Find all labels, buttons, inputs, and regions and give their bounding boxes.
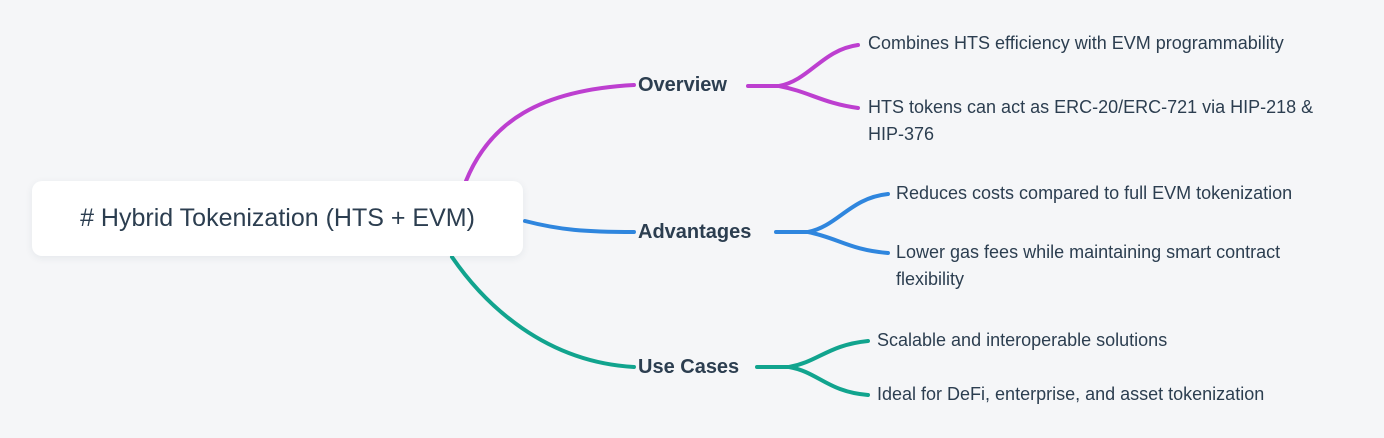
- edge-root-usecases: [450, 255, 636, 369]
- edge-usecases-leaf-1: [787, 365, 870, 397]
- leaf-node-advantages-1[interactable]: Lower gas fees while maintaining smart c…: [896, 242, 1281, 289]
- leaf-node-use-cases-1[interactable]: Ideal for DeFi, enterprise, and asset to…: [877, 384, 1265, 404]
- root-node-label: # Hybrid Tokenization (HTS + EVM): [80, 204, 475, 232]
- edge-advantages-leaf-0: [806, 192, 890, 234]
- edge-root-advantages: [523, 219, 636, 234]
- edge-advantages-leaf-1: [806, 230, 890, 255]
- leaf-node-use-cases-0[interactable]: Scalable and interoperable solutions: [877, 330, 1168, 350]
- edge-overview-leaf-0: [777, 43, 860, 88]
- edge-root-overview: [464, 83, 636, 183]
- leaf-node-overview-1[interactable]: HTS tokens can act as ERC-20/ERC-721 via…: [868, 97, 1314, 144]
- edge-overview-leaf-1: [777, 84, 860, 110]
- branch-node-use-cases[interactable]: Use Cases: [638, 356, 740, 378]
- branch-node-overview[interactable]: Overview: [638, 74, 727, 96]
- leaf-node-advantages-0[interactable]: Reduces costs compared to full EVM token…: [896, 183, 1293, 203]
- root-node[interactable]: # Hybrid Tokenization (HTS + EVM): [32, 181, 523, 256]
- branch-node-advantages[interactable]: Advantages: [638, 221, 752, 243]
- leaf-node-overview-0[interactable]: Combines HTS efficiency with EVM program…: [868, 33, 1284, 53]
- edge-usecases-leaf-0: [787, 339, 870, 369]
